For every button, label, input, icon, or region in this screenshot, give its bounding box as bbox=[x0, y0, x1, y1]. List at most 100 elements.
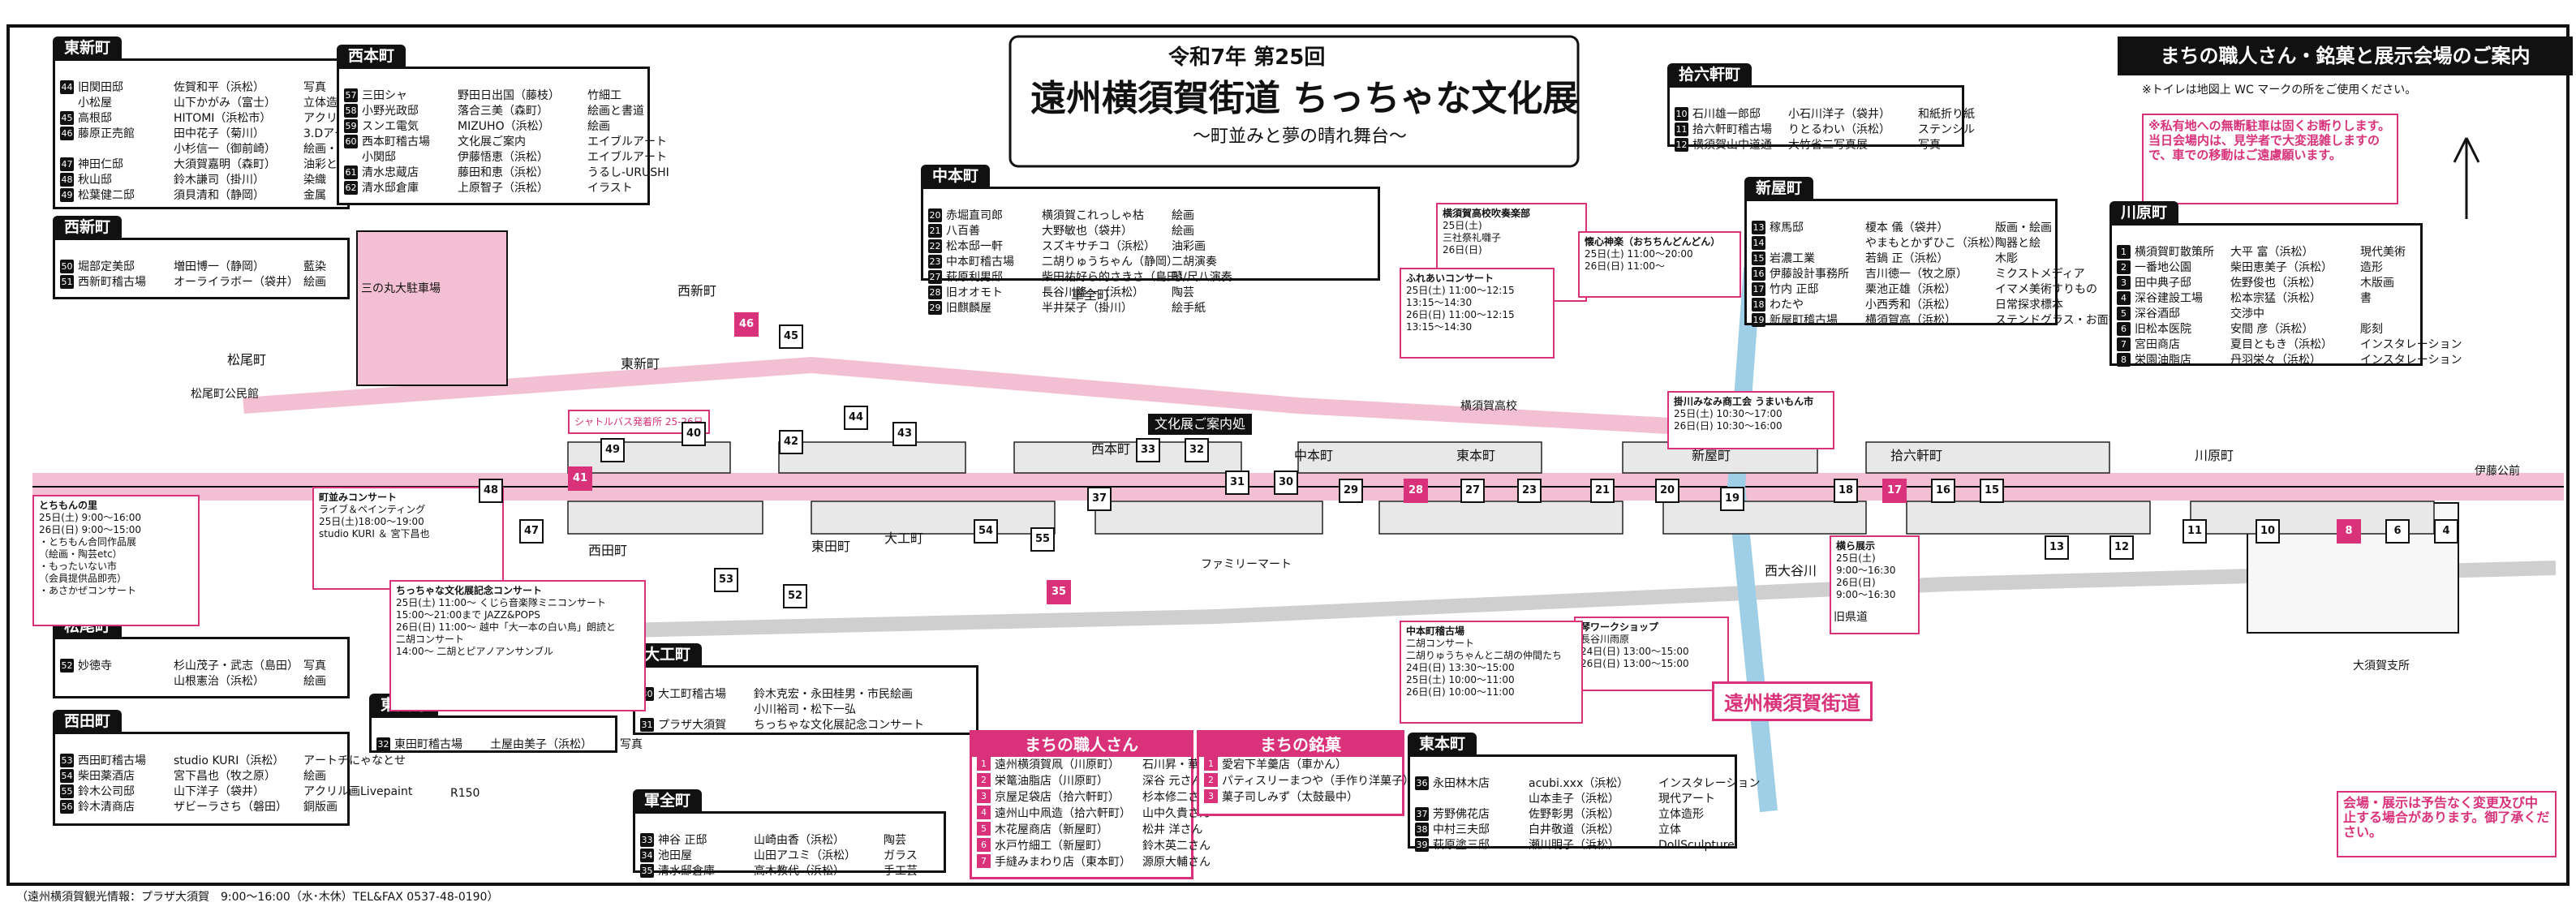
venue-name: 西田町稽古場 bbox=[78, 754, 146, 767]
venue-number: 29 bbox=[928, 301, 942, 315]
venue-number: 22 bbox=[928, 239, 942, 253]
venue-marker: 31 bbox=[1225, 471, 1249, 495]
north-arrow-icon bbox=[2453, 137, 2480, 219]
event-line: 25日(土) 9:00～16:00 bbox=[39, 512, 141, 523]
venue-number: 39 bbox=[1415, 838, 1429, 852]
venue-marker: 42 bbox=[779, 430, 803, 454]
artisan-name: 山中久貴さん bbox=[1142, 807, 1211, 820]
district-title: 西田町 bbox=[53, 710, 123, 733]
artist-name: 二胡りゅうちゃん（静岡） bbox=[1042, 256, 1178, 269]
genre: うるし-URUSHI bbox=[587, 166, 669, 179]
title-scroll bbox=[1008, 35, 1580, 168]
venue-number: 60 bbox=[344, 135, 358, 148]
artist-name: 伊藤悟恵（浜松） bbox=[458, 151, 548, 164]
artisan-name: 源原大輔さん bbox=[1142, 856, 1211, 869]
venue-number: 12 bbox=[1675, 138, 1688, 152]
venue-marker: 19 bbox=[1720, 487, 1744, 511]
artist-name: 柴田祐好ら的さきさ（島田） bbox=[1042, 271, 1189, 284]
artist-name: 佐賀和平（浜松） bbox=[174, 81, 264, 94]
guide-title: まちの職人さん・銘菓と展示会場のご案内 bbox=[2118, 37, 2573, 75]
artist-name: 杉山茂子・武志（島田） bbox=[174, 660, 299, 673]
artist-name: 半井栞子（掛川） bbox=[1042, 302, 1133, 315]
venue-number: 48 bbox=[60, 173, 74, 187]
venue-number: 5 bbox=[2117, 307, 2131, 320]
artist-name: 山根憲治（浜松） bbox=[174, 675, 264, 688]
map-label: 松尾町公民館 bbox=[191, 388, 259, 401]
artist-name: 山下かがみ（富士） bbox=[174, 97, 276, 110]
genre: イラスト bbox=[587, 182, 633, 195]
genre: 藍染 bbox=[303, 260, 326, 273]
venue-number: 44 bbox=[60, 80, 74, 94]
event-title: 懐心神楽（おちちんどんどん） bbox=[1585, 236, 1721, 247]
change-note: 会場・展示は予告なく変更及び中止する場合があります。御了承ください。 bbox=[2337, 791, 2557, 857]
venue-marker: 29 bbox=[1339, 479, 1363, 503]
event-line: 26日(日) 13:00～15:00 bbox=[1580, 658, 1689, 669]
venue-number: 10 bbox=[1675, 107, 1688, 121]
artisan-name: 杉本修二さん bbox=[1142, 791, 1211, 804]
venue-marker: 21 bbox=[1590, 479, 1615, 503]
venue-number: 32 bbox=[376, 737, 390, 751]
map-label: ファミリーマート bbox=[1201, 558, 1292, 571]
venue-name: 深谷建設工場 bbox=[2135, 292, 2203, 305]
artist-name: ザビーラさち（磐田） bbox=[174, 801, 287, 814]
item-number: 3 bbox=[1204, 789, 1218, 803]
event-line: 15:00～21:00まで JAZZ&POPS bbox=[396, 609, 540, 621]
event-line: 二胡コンサート bbox=[1406, 638, 1475, 649]
venue-marker: 32 bbox=[1185, 438, 1209, 462]
district-title: 東本町 bbox=[1408, 733, 1477, 755]
event-line: 26日(日) bbox=[1443, 244, 1482, 256]
venue-name: 清水邸倉庫 bbox=[362, 182, 419, 195]
artist-name: 鈴木克宏・永田桂男・市民絵画 bbox=[754, 688, 913, 701]
sweet-shop: 菓子司しみず（太鼓最中） bbox=[1222, 791, 1358, 804]
artist-name: 山田アユミ（浜松） bbox=[754, 849, 856, 862]
shop-name: 遠州山中凧造（拾六軒町） bbox=[995, 807, 1131, 820]
shokunin-row: 4 遠州山中凧造（拾六軒町） 山中久貴さん bbox=[972, 806, 1211, 822]
event-line: 24日(日) 13:30～15:00 bbox=[1406, 662, 1515, 673]
venue-name: 秋山邸 bbox=[78, 174, 112, 187]
genre: DollSculpture bbox=[1658, 839, 1735, 852]
venue-name: 鈴木清商店 bbox=[78, 801, 135, 814]
district-row: 山根憲治（浜松） 絵画 bbox=[60, 674, 342, 690]
artist-name: 佐野俊也（浜松） bbox=[2230, 277, 2321, 290]
venue-name: 萩原利男邸 bbox=[946, 271, 1003, 284]
event-line: 二胡りゅうちゃんと二胡の仲間たち bbox=[1406, 650, 1563, 661]
venue-name: 神田仁邸 bbox=[78, 158, 123, 171]
genre: 現代アート bbox=[1658, 793, 1715, 806]
event-line: 14:00～ 二胡とピアノアンサンブル bbox=[396, 646, 554, 657]
genre: 絵画 bbox=[303, 675, 326, 688]
venue-marker: 27 bbox=[1460, 479, 1485, 503]
venue-marker: 8 bbox=[2337, 519, 2361, 544]
genre: 版画・絵画 bbox=[1995, 221, 2052, 234]
genre: 木版画 bbox=[2360, 277, 2394, 290]
artist-name: 若鍋 正（浜松） bbox=[1865, 252, 1949, 265]
item-number: 4 bbox=[977, 806, 991, 819]
shop-name: 京屋足袋店（拾六軒町） bbox=[995, 791, 1120, 804]
venue-name: 旧オオモト bbox=[946, 286, 1003, 299]
venue-name: プラザ大須賀 bbox=[658, 719, 726, 732]
venue-name: 大工町稽古場 bbox=[658, 688, 726, 701]
map-label: 横須賀高校 bbox=[1460, 400, 1517, 413]
venue-marker: 55 bbox=[1030, 527, 1055, 552]
